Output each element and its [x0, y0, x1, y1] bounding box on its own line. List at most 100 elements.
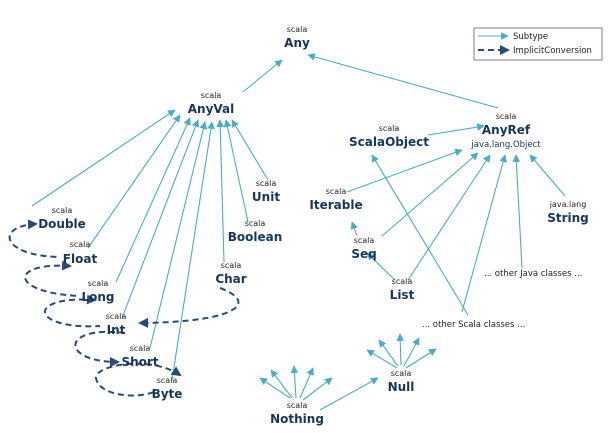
edge-char-anyval: [216, 119, 225, 263]
edge-double-anyval: [31, 109, 176, 207]
edge-long-anyval: [115, 117, 191, 283]
edge-nothing-3: [290, 365, 299, 399]
node-unit-name: Unit: [252, 190, 280, 204]
node-double: scala Double: [38, 206, 86, 231]
node-int-name: Int: [107, 323, 126, 337]
implicit-byte-short: [94, 362, 182, 397]
node-anyref: scala AnyRef java.lang.Object: [470, 112, 541, 150]
node-list: scala List: [390, 277, 415, 302]
edge-list-seq: [366, 252, 396, 281]
node-int: scala Int: [106, 312, 127, 337]
edge-otherjava-anyref: [512, 154, 523, 269]
edge-otherscala-scalaobject: [371, 154, 469, 316]
node-anyref-subtitle: java.lang.Object: [470, 140, 541, 150]
legend-box: [473, 27, 603, 61]
edge-short-anyval: [149, 121, 208, 349]
node-long-name: Long: [81, 290, 114, 304]
node-scalaobject-package: scala: [379, 124, 400, 133]
edge-int-anyval: [121, 119, 200, 319]
node-double-package: scala: [52, 206, 73, 215]
node-double-name: Double: [38, 217, 86, 231]
node-anyref-package: scala: [496, 112, 517, 121]
implicit-short-int: [74, 330, 126, 367]
node-float-package: scala: [70, 240, 91, 249]
edge-null-2: [378, 339, 399, 367]
node-scalaobject: scala ScalaObject: [349, 124, 429, 149]
node-anyval-name: AnyVal: [188, 102, 235, 116]
node-char-package: scala: [221, 261, 242, 270]
node-any-name: Any: [284, 36, 310, 50]
edge-unit-anyval: [231, 119, 269, 181]
node-seq-name: Seq: [351, 247, 376, 261]
node-list-package: scala: [392, 277, 413, 286]
node-float: scala Float: [63, 240, 98, 266]
node-scalaobject-name: ScalaObject: [349, 135, 429, 149]
edge-string-anyref: [529, 154, 566, 197]
edge-byte-anyval: [171, 121, 215, 381]
edge-nothing-4: [299, 367, 314, 399]
edge-iterable-anyref: [346, 148, 463, 193]
implicit-char-int: [138, 287, 240, 328]
implicit-float-double: [8, 219, 59, 258]
legend-subtype-label: Subtype: [513, 32, 548, 42]
node-byte-name: Byte: [152, 387, 183, 401]
node-unit-package: scala: [256, 179, 277, 188]
edge-null-1: [366, 349, 398, 369]
implicit-edges: [8, 219, 240, 397]
node-seq: scala Seq: [351, 236, 376, 261]
node-null-package: scala: [391, 369, 412, 378]
node-any: scala Any: [284, 25, 310, 50]
node-string-package: java.lang: [549, 200, 587, 209]
legend: Subtype ImplicitConversion: [473, 27, 603, 61]
implicit-long-float: [24, 260, 79, 297]
node-nothing: scala Nothing: [270, 401, 324, 426]
node-null-name: Null: [388, 380, 415, 394]
edge-null-3: [396, 333, 405, 366]
node-float-name: Float: [63, 252, 98, 266]
node-nothing-package: scala: [287, 401, 308, 410]
node-long: scala Long: [81, 279, 114, 304]
legend-implicit-label: ImplicitConversion: [513, 46, 592, 56]
edge-seq-iterable: [350, 221, 358, 237]
node-byte-package: scala: [157, 376, 178, 385]
node-char: scala Char: [215, 261, 246, 286]
node-seq-package: scala: [354, 236, 375, 245]
edge-scalaobject-anyref: [427, 123, 485, 136]
edge-float-anyval: [87, 114, 181, 249]
node-string: java.lang String: [547, 200, 589, 225]
node-int-package: scala: [106, 312, 127, 321]
node-short-package: scala: [130, 344, 151, 353]
edge-nothing-5: [302, 377, 333, 401]
node-byte: scala Byte: [152, 376, 183, 401]
node-list-name: List: [390, 288, 415, 302]
edge-null-4: [403, 337, 420, 367]
edge-anyref-any: [307, 53, 499, 109]
edge-list-anyref: [407, 154, 491, 281]
node-short: scala Short: [121, 344, 158, 369]
edge-nothing-null: [319, 377, 379, 411]
node-anyref-name: AnyRef: [482, 123, 531, 137]
edge-seq-anyref: [381, 152, 479, 237]
edge-anyval-any: [242, 59, 283, 93]
edge-nothing-2: [270, 369, 293, 399]
edge-null-5: [405, 348, 437, 369]
node-anyval-package: scala: [201, 91, 222, 100]
node-boolean-package: scala: [245, 219, 266, 228]
node-boolean: scala Boolean: [228, 219, 283, 244]
note-other-java-classes: ... other Java classes ...: [484, 269, 582, 279]
node-iterable: scala Iterable: [309, 187, 362, 212]
node-char-name: Char: [215, 272, 246, 286]
implicit-int-long: [44, 294, 101, 328]
node-short-name: Short: [121, 355, 158, 369]
node-iterable-name: Iterable: [309, 198, 362, 212]
edge-boolean-anyval: [223, 119, 249, 223]
node-any-package: scala: [287, 25, 308, 34]
node-anyval: scala AnyVal: [188, 91, 235, 116]
note-other-scala-classes: ... other Scala classes ...: [422, 320, 525, 330]
edge-otherscala-anyref: [461, 154, 507, 313]
subtype-edges: [31, 53, 566, 411]
edge-nothing-1: [259, 377, 291, 399]
node-nothing-name: Nothing: [270, 412, 324, 426]
